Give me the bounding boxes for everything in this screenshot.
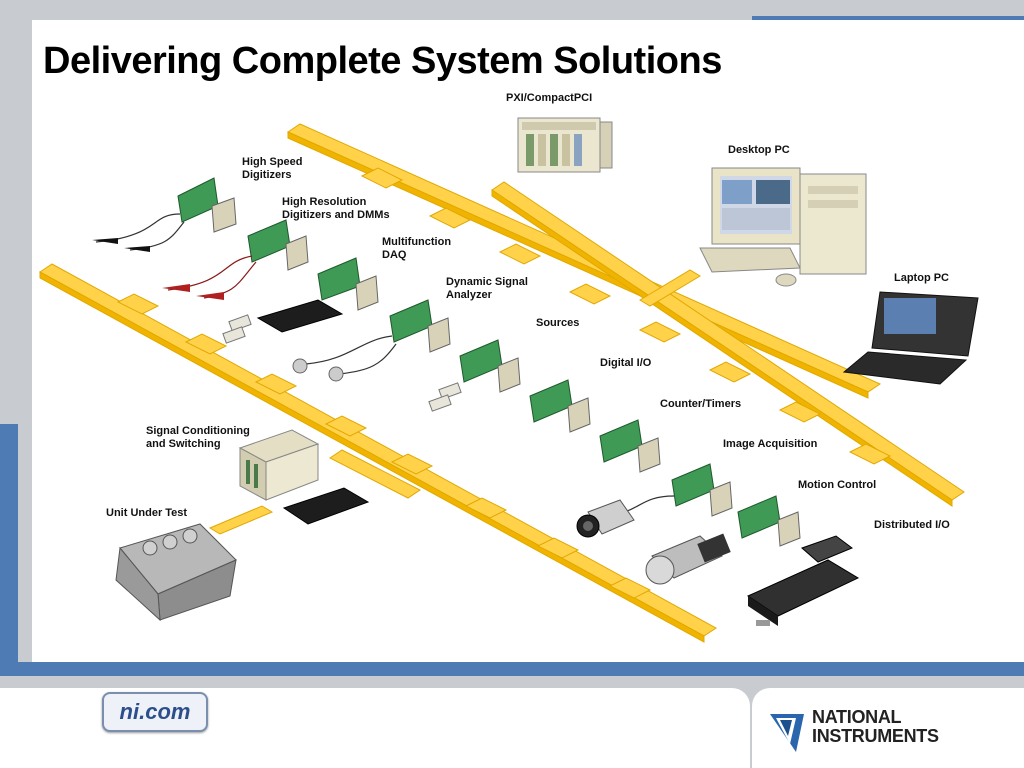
label-line: Signal Conditioning (146, 425, 250, 437)
label-line: Dynamic Signal (446, 276, 528, 288)
connector-left-1 (116, 293, 160, 315)
signal-conditioning-chassis (238, 429, 320, 501)
board-image (671, 463, 715, 507)
label-pxi: PXI/CompactPCI (506, 92, 593, 104)
connector-6 (708, 361, 752, 383)
distributed-io-image (746, 535, 860, 626)
motor-image (645, 533, 731, 585)
content-panel-top (752, 34, 1024, 54)
connector-pc (639, 269, 701, 307)
connector-2 (428, 207, 472, 229)
connector-left-2 (184, 333, 228, 355)
label-distributed-io: Distributed I/O (874, 519, 950, 531)
label-desktop-pc: Desktop PC (728, 144, 790, 156)
camera-image (576, 499, 635, 538)
frame-bottom-accent (0, 662, 1024, 676)
label-unit-under-test: Unit Under Test (106, 507, 188, 519)
label-dynamic-signal-analyzer: Dynamic Signal Analyzer (446, 276, 528, 302)
board-counter (599, 419, 643, 463)
connector-7 (778, 401, 822, 423)
connector-left-3 (254, 373, 298, 395)
label-high-resolution: High Resolution Digitizers and DMMs (282, 196, 390, 222)
label-line: High Speed (242, 156, 303, 168)
pxi-modules (211, 197, 801, 547)
website-badge[interactable]: ni.com (102, 692, 208, 732)
pxi-bus-side (491, 189, 953, 507)
label-sources: Sources (536, 317, 580, 329)
board-high-res (247, 219, 291, 263)
unit-under-test-image (115, 523, 237, 622)
label-line: DAQ (382, 249, 407, 261)
slide-title: Delivering Complete System Solutions (43, 40, 722, 82)
board-motion (737, 495, 781, 539)
label-high-speed-digitizers: High Speed Digitizers (242, 156, 303, 182)
signal-cond-bus (329, 449, 421, 499)
label-digital-io: Digital I/O (600, 357, 652, 369)
label-counter-timers: Counter/Timers (660, 398, 742, 410)
brand-line: NATIONAL (812, 707, 902, 727)
label-laptop-pc: Laptop PC (894, 272, 949, 284)
connector-left-8 (608, 577, 652, 599)
probe-tips (92, 238, 344, 382)
label-line: and Switching (146, 438, 221, 450)
label-line: High Resolution (282, 196, 367, 208)
usb-daq-box (256, 299, 344, 333)
label-image-acquisition: Image Acquisition (723, 438, 818, 450)
switch-box (282, 487, 370, 525)
board-digital-io (529, 379, 573, 423)
connector-left-4 (324, 415, 368, 437)
pcmcia-cards (222, 314, 462, 412)
pxi-chassis-image (517, 117, 613, 173)
label-line: Analyzer (446, 289, 492, 301)
brand-line: INSTRUMENTS (812, 726, 939, 746)
desktop-pc-image (699, 167, 867, 287)
label-multifunction-daq: Multifunction DAQ (382, 236, 451, 262)
connector-4 (568, 283, 612, 305)
bus-network (39, 123, 965, 643)
connector-8 (848, 443, 892, 465)
uut-bus (208, 505, 274, 535)
connector-5 (638, 321, 682, 343)
connector-1 (360, 167, 404, 189)
label-line: Multifunction (382, 236, 452, 248)
board-high-speed (177, 177, 219, 223)
board-dsa (389, 299, 433, 343)
connector-left-5 (390, 453, 434, 475)
board-sources (459, 339, 503, 383)
label-motion-control: Motion Control (798, 479, 877, 491)
brand-wordmark: NATIONAL INSTRUMENTS (812, 708, 939, 746)
laptop-pc-image (842, 291, 979, 385)
frame-top-accent-grey (752, 0, 1024, 16)
connector-left-6 (464, 497, 508, 519)
connector-left-7 (536, 537, 580, 559)
ni-eagle-logo-icon (770, 714, 804, 752)
frame-left-accent (0, 424, 18, 676)
board-multifunction (317, 257, 361, 301)
label-line: Digitizers (242, 169, 292, 181)
ni-boxes (256, 299, 370, 525)
label-signal-conditioning: Signal Conditioning and Switching (146, 425, 250, 451)
connector-3 (498, 243, 542, 265)
website-link[interactable]: ni.com (119, 699, 191, 724)
label-line: Digitizers and DMMs (282, 209, 390, 221)
